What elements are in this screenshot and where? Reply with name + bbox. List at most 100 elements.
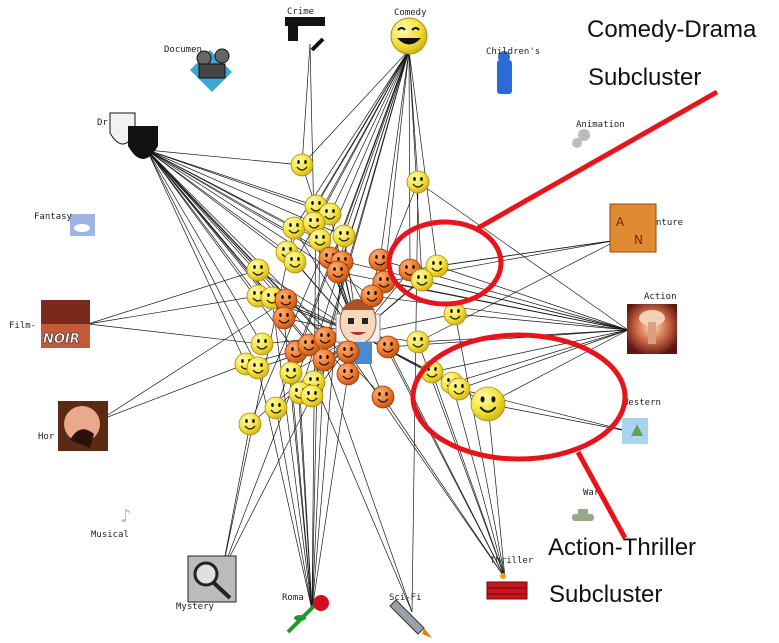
rose-icon [286, 595, 329, 634]
network-edge [311, 239, 321, 611]
genre-childrens[interactable]: Children's [486, 47, 540, 94]
genre-western[interactable]: Western [622, 398, 661, 444]
explosion-icon [627, 304, 677, 354]
film-noir-poster-icon: NOIR [41, 300, 90, 348]
genre-label-thriller: Thriller [490, 556, 534, 566]
network-edge [451, 329, 629, 384]
network-edge [146, 149, 303, 166]
genre-label-film-noir: Film- [9, 321, 36, 331]
network-edge [454, 313, 506, 579]
movie-smiley-icon[interactable] [470, 386, 506, 422]
genre-horror[interactable]: Hor [38, 401, 108, 451]
movie-smiley-icon[interactable] [312, 348, 336, 372]
movie-smiley-icon[interactable] [300, 384, 324, 408]
network-edge [417, 181, 629, 331]
movie-smiley-icon[interactable] [406, 330, 430, 354]
movie-smiley-icon[interactable] [246, 258, 270, 282]
movie-smiley-icon[interactable] [332, 224, 356, 248]
big-laughing-face-icon [390, 17, 428, 55]
movie-smiley-icon[interactable] [264, 396, 288, 420]
network-edge [343, 49, 410, 237]
movie-smiley-icon[interactable] [308, 228, 332, 252]
movie-smiley-icon[interactable] [246, 356, 270, 380]
genre-label-crime: Crime [287, 7, 314, 17]
movie-smiley-icon[interactable] [425, 254, 449, 278]
movie-smiley-icon[interactable] [360, 284, 384, 308]
movie-smiley-icon[interactable] [313, 326, 337, 350]
genre-label-romance: Roma [282, 593, 304, 603]
network-edge [431, 329, 629, 373]
movie-smiley-icon[interactable] [238, 412, 262, 436]
network-edge [379, 49, 410, 261]
genre-action[interactable]: Action [627, 292, 677, 354]
genre-drama[interactable]: Dr [97, 112, 158, 159]
action-thriller-ellipse [410, 332, 628, 462]
network-edge [146, 149, 317, 207]
rocket-icon [389, 599, 432, 638]
genre-label-adventure: nture [656, 218, 683, 228]
movie-smiley-icon[interactable] [250, 332, 274, 356]
network-edge [87, 323, 263, 345]
genre-romance[interactable]: Roma [282, 593, 329, 634]
network-edge [301, 49, 410, 166]
genre-scifi[interactable]: Sci-Fi [389, 593, 432, 638]
network-edge [99, 363, 247, 421]
genre-animation[interactable]: Animation [572, 120, 625, 148]
network-edge [221, 423, 251, 573]
genre-label-documentary: Documen [164, 45, 202, 55]
network-edge [417, 239, 619, 343]
action-thriller-highlight [410, 332, 628, 540]
genre-documentary[interactable]: Documen [164, 45, 232, 92]
movie-smiley-icon[interactable] [279, 361, 303, 385]
comedy-drama-title: Comedy-Drama [587, 16, 757, 43]
network-edge [146, 149, 331, 215]
genre-film-noir[interactable]: NOIR Film- [9, 300, 90, 348]
movie-smiley-icon[interactable] [336, 340, 360, 364]
genre-thriller[interactable]: Thriller [486, 556, 534, 600]
genre-war[interactable]: War [572, 488, 600, 521]
genre-label-fantasy: Fantasy [34, 212, 73, 222]
movie-smiley-icon[interactable] [371, 385, 395, 409]
magnifying-glass-icon [187, 555, 237, 603]
genre-comedy[interactable]: Comedy [390, 8, 428, 55]
network-edge [301, 43, 311, 166]
movie-smiley-icon[interactable] [406, 170, 430, 194]
network-edge [311, 235, 345, 611]
network-edge [436, 265, 629, 331]
network-edge [454, 313, 629, 331]
movie-smiley-icon[interactable] [447, 377, 471, 401]
movie-smiley-icon[interactable] [282, 216, 306, 240]
genre-label-childrens: Children's [486, 47, 540, 57]
movie-smiley-icon[interactable] [272, 306, 296, 330]
genre-mystery[interactable]: Mystery [176, 555, 237, 612]
network-edge [383, 49, 410, 283]
svg-text:♪: ♪ [120, 506, 132, 527]
network-edge [146, 149, 259, 297]
network-edge [371, 295, 629, 331]
network-edge [311, 205, 317, 611]
movie-smiley-icon[interactable] [376, 335, 400, 359]
movie-smiley-icon[interactable] [336, 362, 360, 386]
action-thriller-title: Action-Thriller [548, 534, 696, 561]
network-edge [309, 43, 315, 224]
network-edge [431, 371, 506, 579]
comedy-drama-pointer-line [476, 89, 719, 231]
genre-fantasy[interactable]: Fantasy [34, 212, 95, 236]
genre-label-western: Western [623, 398, 661, 408]
movie-smiley-icon[interactable] [290, 153, 314, 177]
action-thriller-pointer-line [575, 450, 628, 540]
movie-smiley-icon[interactable] [302, 211, 326, 235]
network-edge [146, 149, 247, 365]
movie-smiley-icon[interactable] [326, 260, 350, 284]
network-edge [387, 346, 506, 579]
genre-label-musical: Musical [91, 530, 129, 540]
movie-smiley-icon[interactable] [410, 268, 434, 292]
genre-label-drama: Dr [97, 118, 108, 128]
movie-smiley-icon[interactable] [283, 250, 307, 274]
genre-crime[interactable]: Crime [285, 7, 325, 52]
movie-smiley-icon[interactable] [443, 302, 467, 326]
genre-musical[interactable]: ♪ Musical [91, 506, 132, 540]
genre-adventure[interactable]: A N nture [609, 203, 683, 253]
network-edge [347, 351, 506, 579]
network-edge [290, 372, 313, 611]
